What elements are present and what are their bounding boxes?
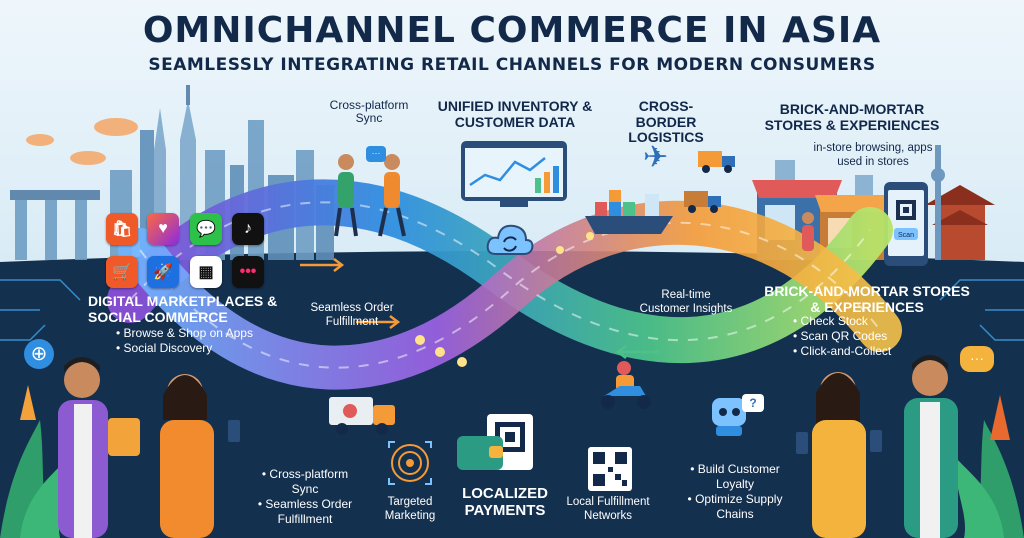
page-subtitle: SEAMLESSLY INTEGRATING RETAIL CHANNELS F…: [148, 55, 876, 75]
bottom-bullet: Optimize Supply Chains: [672, 492, 798, 522]
targeted-marketing: Targeted Marketing: [384, 496, 436, 522]
decor-arrows: [300, 258, 660, 359]
plane-icon: ✈: [643, 141, 669, 174]
top-cross-platform-sync: Cross-platform Sync: [329, 98, 409, 126]
clouds: [26, 118, 138, 165]
ship-icon: [585, 190, 673, 234]
circuit-lines: [0, 279, 1024, 341]
brick-top-title: BRICK-AND-MORTAR STORES & EXPERIENCES: [764, 101, 940, 133]
center-realtime-insights: Real-time Customer Insights: [639, 289, 733, 315]
chat-bubble-icon: ···: [366, 146, 386, 162]
left-bullet: Browse & Shop on Apps: [116, 326, 286, 341]
unified-inventory-title: UNIFIED INVENTORY & CUSTOMER DATA: [437, 98, 593, 130]
brick-mid-title: BRICK-AND-MORTAR STORES & EXPERIENCES: [764, 283, 970, 315]
cross-border-title: CROSS-BORDER LOGISTICS: [628, 98, 704, 146]
lazada-icon: ♥: [147, 213, 179, 245]
dashboard-icon: [461, 141, 567, 207]
truck-icon: [329, 397, 395, 435]
top-shoppers: [334, 154, 406, 237]
rocket-icon: 🚀: [147, 256, 179, 288]
plants: [0, 385, 1024, 538]
person-right-woman: [796, 372, 866, 538]
tiktok-icon: ♪: [232, 213, 264, 245]
localized-payments: LOCALIZED PAYMENTS: [462, 485, 548, 519]
globe-icon: ⊕: [24, 339, 54, 369]
bottom-bullet: Build Customer Loyalty: [672, 462, 798, 492]
right-bullet: Click-and-Collect: [793, 344, 943, 359]
robot-icon: ?: [712, 394, 764, 436]
right-bullet: Scan QR Codes: [793, 329, 943, 344]
left-bullet: Social Discovery: [116, 341, 286, 356]
digital-marketplaces-title: DIGITAL MARKETPLACES & SOCIAL COMMERCE: [88, 293, 278, 325]
header: OMNICHANNEL COMMERCE IN ASIA SEAMLESSLY …: [0, 0, 1024, 90]
right-bullet: Check Stock: [793, 314, 943, 329]
bottom-left-bullets: Cross-platform Sync Seamless Order Fulfi…: [250, 467, 360, 527]
chat-bubble-icon: ···: [960, 346, 994, 372]
wallet-icon: [457, 414, 533, 470]
dots-icon: •••: [232, 256, 264, 288]
qr-code-icon: [588, 447, 632, 491]
center-seamless-order: Seamless Order Fulfillment: [310, 302, 394, 328]
person-left-woman: [160, 374, 240, 538]
target-icon: [388, 441, 432, 485]
cart-icon: 🛒: [106, 256, 138, 288]
scooter-icon: [601, 361, 651, 409]
qr-code-icon: ▦: [190, 256, 222, 288]
truck-icon: [684, 191, 721, 213]
page-title: OMNICHANNEL COMMERCE IN ASIA: [142, 10, 882, 51]
person-left-man: [58, 357, 140, 538]
shopee-icon: 🛍: [106, 213, 138, 245]
qr-scan-label: Scan: [898, 232, 914, 239]
bottom-bullet: Cross-platform Sync: [250, 467, 360, 497]
bottom-bullet: Seamless Order Fulfillment: [250, 497, 360, 527]
truck-icon: [698, 151, 735, 173]
svg-text:?: ?: [749, 396, 756, 410]
wechat-icon: 💬: [190, 213, 222, 245]
bottom-right-bullets: Build Customer Loyalty Optimize Supply C…: [672, 462, 798, 522]
brick-top-note: in-store browsing, apps used in stores: [813, 142, 933, 168]
store-clerk: [802, 212, 814, 251]
left-bullets: Browse & Shop on Apps Social Discovery: [116, 326, 286, 356]
local-fulfillment: Local Fulfillment Networks: [566, 496, 650, 522]
right-bullets: Check Stock Scan QR Codes Click-and-Coll…: [793, 314, 943, 359]
cloud-sync-icon: [486, 224, 534, 255]
phone-with-qr: Scan: [884, 182, 928, 266]
